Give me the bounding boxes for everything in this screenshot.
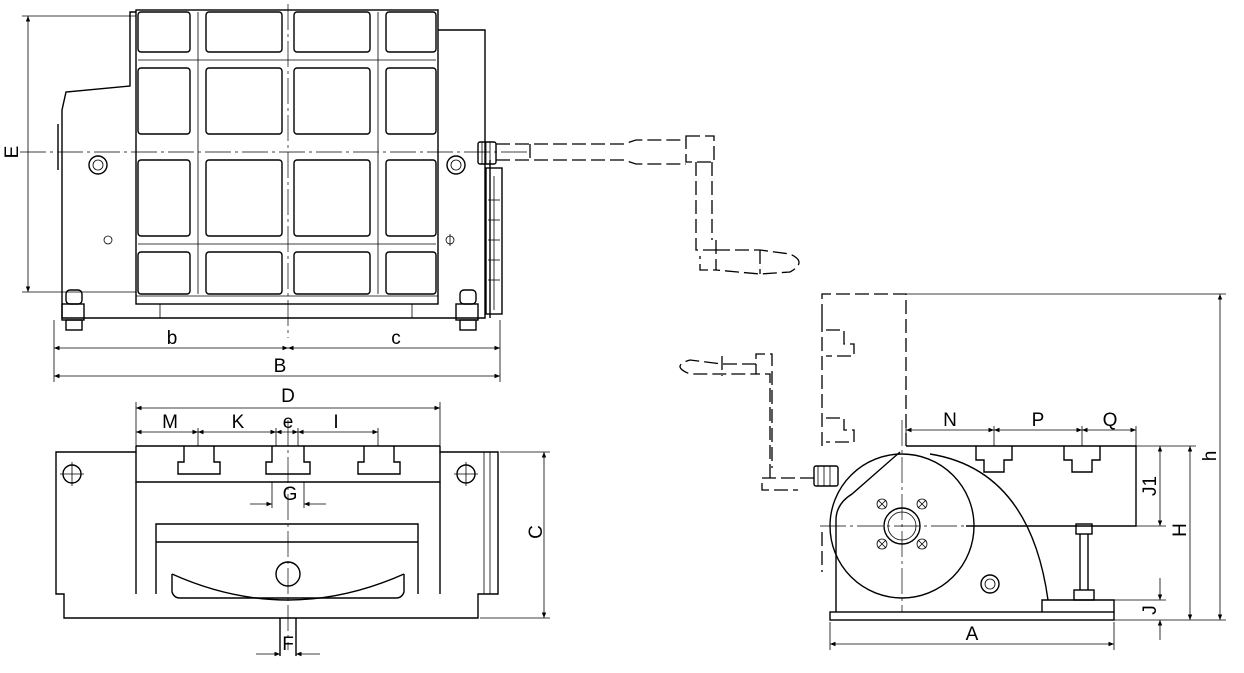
label-K: K <box>232 412 245 433</box>
label-P: P <box>1032 410 1045 431</box>
top-view <box>20 4 800 382</box>
dimension-labels: E b c B D M K e I G C F N P Q J1 H h J A <box>2 146 1221 655</box>
label-I: I <box>333 412 338 433</box>
label-H: H <box>1170 523 1191 537</box>
disc-bolts <box>876 498 928 550</box>
side-view <box>679 293 1226 650</box>
label-J1: J1 <box>1140 476 1161 496</box>
label-E: E <box>2 146 23 159</box>
label-G: G <box>283 484 298 505</box>
magnetic-pole-grid <box>137 11 437 295</box>
label-c: c <box>391 328 401 349</box>
label-Q: Q <box>1103 410 1118 431</box>
front-view <box>55 402 550 657</box>
label-F: F <box>282 634 294 655</box>
crank-handle-top <box>496 135 800 275</box>
label-M: M <box>162 412 178 433</box>
label-e: e <box>283 412 294 433</box>
tilted-table-dashed <box>821 293 907 572</box>
label-N: N <box>943 410 957 431</box>
label-B: B <box>274 356 287 377</box>
label-D: D <box>281 386 295 407</box>
crank-handle-side <box>679 353 814 491</box>
label-C: C <box>526 525 547 539</box>
label-h: h <box>1200 451 1221 462</box>
label-b: b <box>167 328 178 349</box>
label-J: J <box>1140 605 1161 615</box>
label-A: A <box>966 624 979 645</box>
feet <box>61 289 479 331</box>
